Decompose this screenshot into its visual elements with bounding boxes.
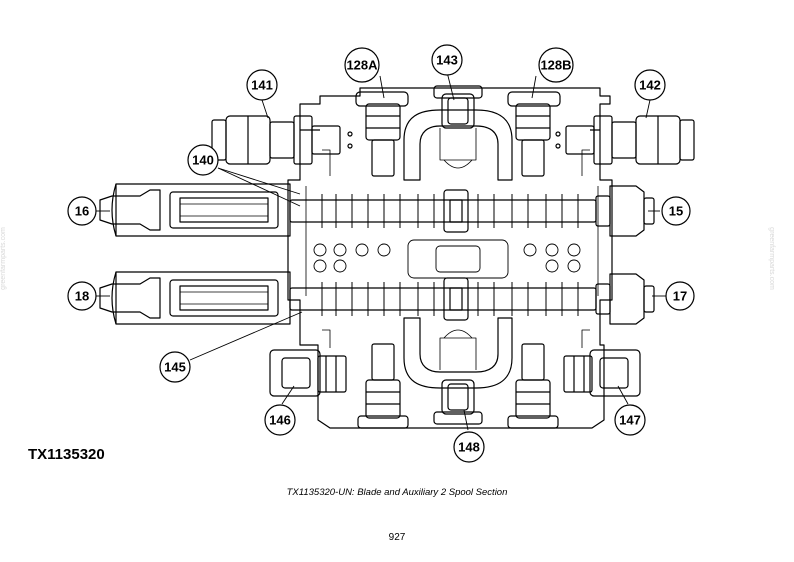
figure-caption: TX1135320-UN: Blade and Auxiliary 2 Spoo… [286,487,508,498]
callout-143-label: 143 [436,53,458,68]
relief-cap-128b [507,91,561,177]
callout-145-label: 145 [164,360,186,375]
page-number: 927 [388,532,406,543]
callout-148-label: 148 [458,440,480,455]
relief-cap-128a [355,91,409,177]
fitting-147 [563,349,641,397]
callout-16: 16 [67,196,97,226]
callout-128a: 128A [344,47,380,83]
lower-yoke [403,317,513,425]
callout-145: 145 [159,351,191,383]
fitting-146 [269,349,347,397]
watermark-left: greenfarmparts.com [0,227,7,290]
port-holes [313,239,581,279]
callout-16-label: 16 [75,204,89,219]
callout-18: 18 [67,281,97,311]
watermark-right: greenfarmparts.com [767,227,775,290]
callout-17: 17 [665,281,695,311]
valve-body [287,87,613,429]
lower-spool [99,271,655,325]
upper-spool [99,183,655,237]
valve-section-drawing: 128A 143 128B 141 142 140 16 15 18 17 14… [67,44,695,463]
callout-128b-label: 128B [540,58,571,73]
relief-cap-lower-right [507,343,559,429]
callout-142: 142 [634,69,666,101]
callout-128b: 128B [538,47,574,83]
relief-cap-lower-left [357,343,409,429]
callout-18-label: 18 [75,289,89,304]
callout-140-label: 140 [192,153,214,168]
callout-148: 148 [453,431,485,463]
fitting-142 [555,115,695,165]
callout-140: 140 [187,144,219,176]
callout-128a-label: 128A [346,58,378,73]
callout-147-label: 147 [619,413,641,428]
callout-141: 141 [246,69,278,101]
callout-141-label: 141 [251,78,273,93]
callout-146: 146 [264,404,296,436]
callout-142-label: 142 [639,78,661,93]
figure-id: TX1135320 [28,446,105,463]
callout-146-label: 146 [269,413,291,428]
callout-15: 15 [661,196,691,226]
upper-yoke [403,85,513,181]
callout-143: 143 [431,44,463,76]
fitting-141 [211,115,353,165]
leader-lines [96,71,666,431]
callout-17-label: 17 [673,289,687,304]
callout-147: 147 [614,404,646,436]
callout-15-label: 15 [669,204,683,219]
